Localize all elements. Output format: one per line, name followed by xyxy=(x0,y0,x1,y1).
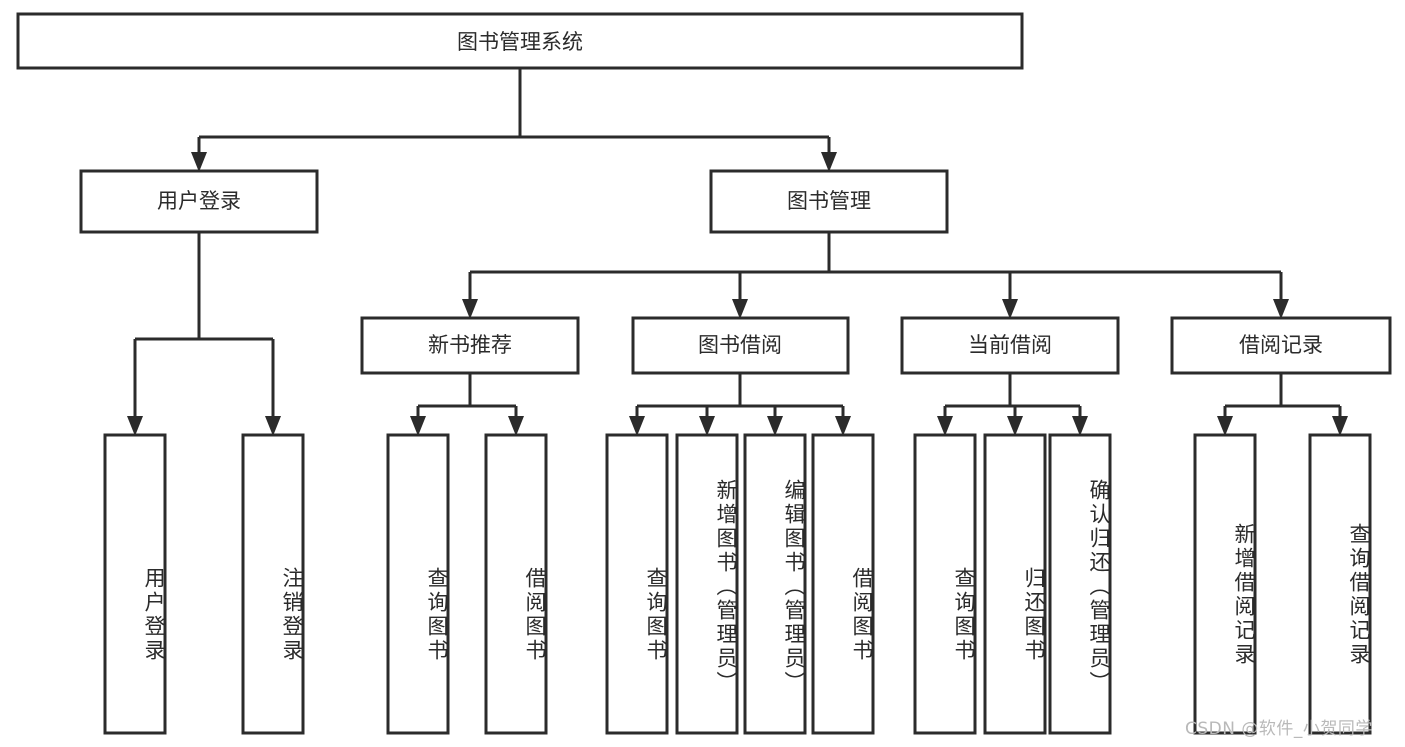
arrow-head-bookmanage xyxy=(821,152,837,172)
arrow-head-leaf-borrow-book-1 xyxy=(508,416,524,436)
arrow-head-book-borrow xyxy=(732,299,748,319)
arrow-head-leaf-edit-book xyxy=(767,416,783,436)
leaf-box-return-book[interactable] xyxy=(983,433,1047,735)
arrow-head-new-book-recommend xyxy=(462,299,478,319)
arrow-head-leaf-query-book-3 xyxy=(937,416,953,436)
leaf-box-query-record[interactable] xyxy=(1308,433,1372,735)
leaf-box-query-book-3[interactable] xyxy=(913,433,977,735)
arrow-head-leaf-user-login xyxy=(127,416,143,436)
user-login-label: 用户登录 xyxy=(157,189,241,213)
arrow-head-leaf-return-book xyxy=(1007,416,1023,436)
arrow-head-leaf-query-book-1 xyxy=(410,416,426,436)
node-root[interactable]: 图书管理系统 xyxy=(16,12,1024,70)
arrow-head-leaf-borrow-book-2 xyxy=(835,416,851,436)
borrow-record-box[interactable] xyxy=(1170,316,1392,375)
node-user-login[interactable]: 用户登录 xyxy=(79,169,319,234)
book-manage-label: 图书管理 xyxy=(787,189,871,213)
arrow-head-leaf-add-book xyxy=(699,416,715,436)
current-borrow-box[interactable] xyxy=(900,316,1120,375)
watermark-text: CSDN @软件_小贺同学 xyxy=(1185,719,1373,739)
node-book-manage[interactable]: 图书管理 xyxy=(709,169,949,234)
current-borrow-label: 当前借阅 xyxy=(968,333,1052,357)
new-book-recommend-box[interactable] xyxy=(360,316,580,375)
new-book-recommend-label: 新书推荐 xyxy=(428,333,512,357)
leaf-box-query-book-1[interactable] xyxy=(386,433,450,735)
leaf-box-confirm-return[interactable] xyxy=(1048,433,1112,735)
leaf-box-user-logout[interactable] xyxy=(241,433,305,735)
root-label: 图书管理系统 xyxy=(457,30,583,54)
arrow-head-userlogin xyxy=(191,152,207,172)
node-book-borrow[interactable]: 图书借阅 xyxy=(631,316,850,375)
root-box[interactable] xyxy=(16,12,1024,70)
arrow-head-leaf-query-book-2 xyxy=(629,416,645,436)
leaf-box-user-login[interactable] xyxy=(103,433,167,735)
leaf-box-add-record[interactable] xyxy=(1193,433,1257,735)
node-new-book-recommend[interactable]: 新书推荐 xyxy=(360,316,580,375)
arrow-head-leaf-user-logout xyxy=(265,416,281,436)
book-borrow-box[interactable] xyxy=(631,316,850,375)
arrow-head-leaf-confirm-return xyxy=(1072,416,1088,436)
book-manage-box[interactable] xyxy=(709,169,949,234)
leaf-box-borrow-book-2[interactable] xyxy=(811,433,875,735)
node-borrow-record[interactable]: 借阅记录 xyxy=(1170,316,1392,375)
leaf-box-borrow-book-1[interactable] xyxy=(484,433,548,735)
node-current-borrow[interactable]: 当前借阅 xyxy=(900,316,1120,375)
borrow-record-label: 借阅记录 xyxy=(1239,333,1323,357)
book-borrow-label: 图书借阅 xyxy=(698,333,782,357)
leaf-box-edit-book[interactable] xyxy=(743,433,807,735)
arrow-head-leaf-query-record xyxy=(1332,416,1348,436)
arrow-head-borrow-record xyxy=(1273,299,1289,319)
arrow-head-leaf-add-record xyxy=(1217,416,1233,436)
leaf-box-add-book[interactable] xyxy=(675,433,739,735)
arrow-head-current-borrow xyxy=(1002,299,1018,319)
leaf-box-query-book-2[interactable] xyxy=(605,433,669,735)
